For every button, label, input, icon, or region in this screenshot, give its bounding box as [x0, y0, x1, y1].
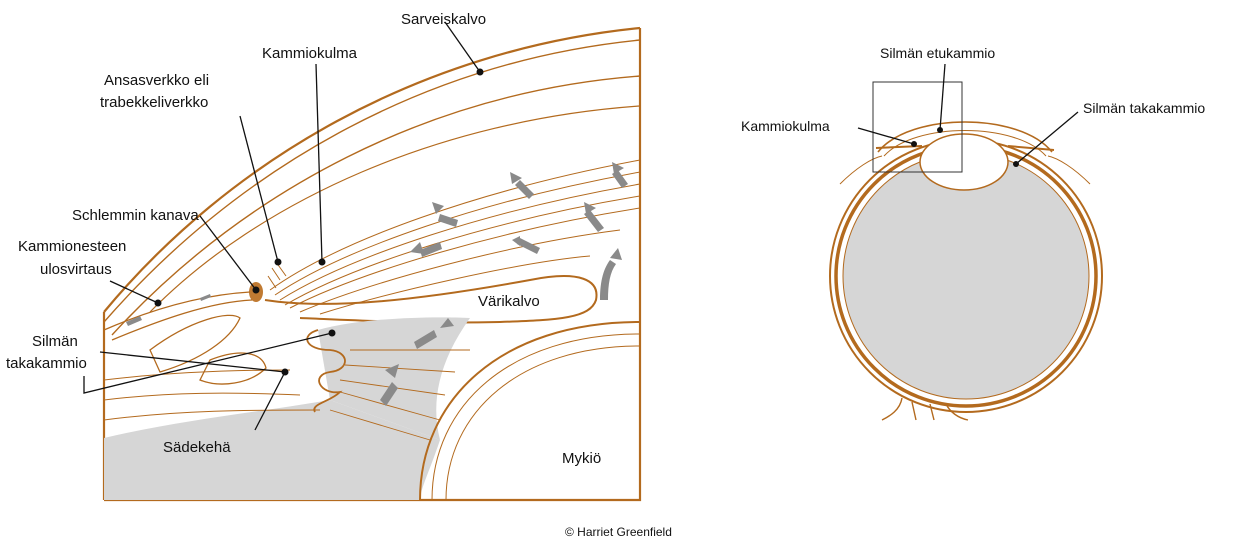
label-ansasverkko-line1: Ansasverkko eli — [104, 72, 209, 89]
label-varikalvo: Värikalvo — [478, 293, 540, 310]
label-schlemm: Schlemmin kanava — [72, 207, 199, 224]
label-ulosvirtaus-line1: Kammionesteen — [18, 238, 126, 255]
label-etukammio: Silmän etukammio — [880, 45, 995, 61]
right-eye-drawing: Silmän etukammio Silmän takakammio Kammi… — [741, 45, 1205, 420]
label-kammiokulma-right: Kammiokulma — [741, 118, 830, 134]
lens-layer-1 — [432, 334, 640, 500]
label-takakammio-line1: Silmän — [32, 333, 78, 350]
label-sarveiskalvo: Sarveiskalvo — [401, 11, 486, 28]
lens-small — [920, 134, 1008, 190]
lens-layer-2 — [446, 346, 640, 500]
credit-text: © Harriet Greenfield — [565, 525, 672, 539]
optic-nerve — [882, 398, 968, 420]
left-anatomy-drawing: Sarveiskalvo Kammiokulma Ansasverkko eli… — [6, 11, 640, 500]
label-ansasverkko-line2: trabekkeliverkko — [100, 94, 208, 111]
label-kammiokulma-left: Kammiokulma — [262, 45, 358, 62]
label-mykio: Mykiö — [562, 450, 601, 467]
cornea-outer — [104, 28, 640, 312]
trabecular-mesh — [268, 262, 286, 288]
label-takakammio-right: Silmän takakammio — [1083, 100, 1205, 116]
iris-hatching — [270, 160, 640, 314]
label-takakammio-line2: takakammio — [6, 355, 87, 372]
iris-outline — [265, 276, 596, 322]
lens-outline — [420, 322, 640, 500]
label-sadekeha: Sädekehä — [163, 439, 231, 456]
label-ulosvirtaus-line2: ulosvirtaus — [40, 261, 112, 278]
